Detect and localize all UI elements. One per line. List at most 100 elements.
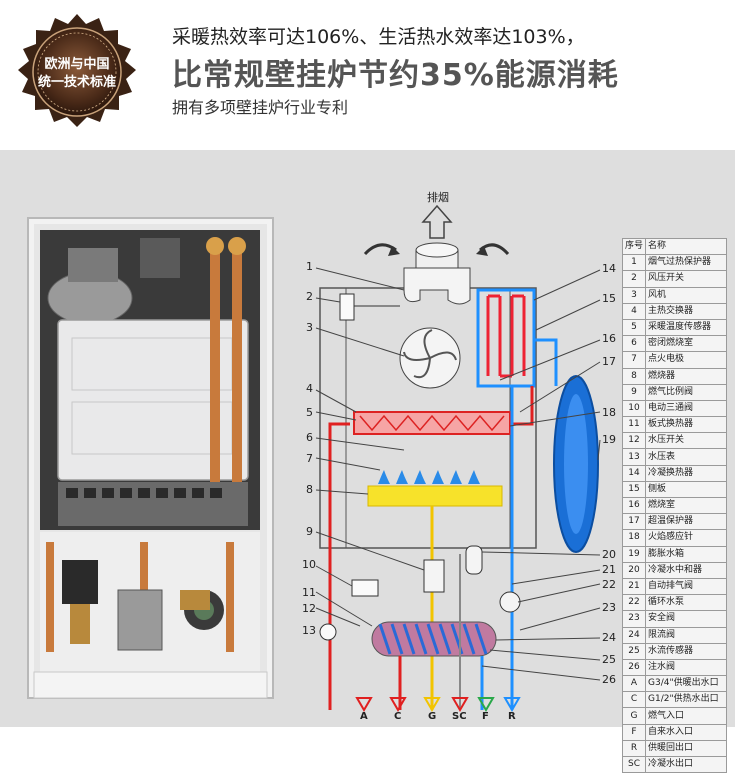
- callout-15: 15: [602, 292, 616, 305]
- boiler-schematic: [315, 204, 601, 712]
- callout-6: 6: [306, 431, 313, 444]
- legend-row-no: 19: [621, 545, 647, 563]
- header-banner: 欧洲与中国 统一技术标准 采暖热效率可达106%、生活热水效率达103%， 比常…: [0, 0, 735, 150]
- legend-row-name: 冷凝换热器: [645, 464, 727, 482]
- legend-row-no: 21: [621, 577, 647, 596]
- legend-row-name: 水流传感器: [645, 642, 727, 660]
- standard-seal-text: 欧洲与中国 统一技术标准: [14, 56, 140, 92]
- callout-19: 19: [602, 433, 616, 446]
- legend-row-no: 1: [621, 254, 647, 272]
- connector-sc: SC: [452, 711, 467, 722]
- seal-line-1: 欧洲与中国: [44, 57, 110, 72]
- legend-row-name: 燃烧器: [645, 367, 727, 385]
- legend-row-name: 膨胀水箱: [645, 545, 727, 563]
- legend-row-name: 燃气比例阀: [645, 383, 727, 401]
- legend-row-no: 4: [621, 302, 647, 320]
- callout-26: 26: [602, 673, 616, 686]
- callout-18: 18: [602, 406, 616, 419]
- callout-11: 11: [302, 586, 316, 599]
- legend-row-name: G3/4"供暖出水口: [645, 675, 727, 693]
- legend-row-no: 26: [621, 658, 647, 677]
- callout-20: 20: [602, 548, 616, 561]
- callout-9: 9: [306, 525, 313, 538]
- legend-row-name: 火焰感应针: [645, 529, 727, 547]
- legend-row-name: 超温保护器: [645, 513, 727, 531]
- legend-header-row: 序号 名称: [621, 237, 727, 256]
- energy-saving-headline: 比常规壁挂炉节约35%能源消耗: [172, 58, 619, 93]
- legend-row-no: G: [621, 707, 647, 725]
- legend-row-no: 7: [621, 351, 647, 369]
- callout-21: 21: [602, 563, 616, 576]
- callout-14: 14: [602, 262, 616, 275]
- callout-17: 17: [602, 355, 616, 368]
- legend-row-name: 燃烧室: [645, 496, 727, 515]
- callout-23: 23: [602, 601, 616, 614]
- legend-row-no: 2: [621, 270, 647, 288]
- legend-row-no: 10: [621, 399, 647, 418]
- legend-row-name: 水压表: [645, 448, 727, 466]
- callout-3: 3: [306, 321, 313, 334]
- legend-row-no: 14: [621, 464, 647, 482]
- legend-row-name: 风压开关: [645, 270, 727, 288]
- legend-row-no: 12: [621, 432, 647, 450]
- connector-f: F: [482, 711, 489, 722]
- legend-row-no: R: [621, 739, 647, 758]
- legend-row-no: 23: [621, 610, 647, 628]
- callout-4: 4: [306, 382, 313, 395]
- patent-headline: 拥有多项壁挂炉行业专利: [172, 98, 349, 117]
- legend-row-no: 13: [621, 448, 647, 466]
- callout-1: 1: [306, 260, 313, 273]
- seal-line-2: 统一技术标准: [37, 75, 116, 90]
- product-panel: 排烟 1 2 3 4 5 6 7 8 9 10 11 12 13 14 15 1…: [0, 150, 735, 773]
- boiler-photo: [27, 217, 274, 699]
- legend-row-name: G1/2"供热水出口: [645, 691, 727, 709]
- callout-25: 25: [602, 653, 616, 666]
- legend-row-no: 25: [621, 642, 647, 660]
- legend-row-no: 24: [621, 626, 647, 644]
- callout-16: 16: [602, 332, 616, 345]
- standard-seal-icon: [18, 14, 136, 127]
- legend-row-no: 16: [621, 496, 647, 515]
- legend-row-no: 18: [621, 529, 647, 547]
- callout-22: 22: [602, 578, 616, 591]
- legend-row-no: C: [621, 691, 647, 709]
- legend-row-name: 点火电极: [645, 351, 727, 369]
- legend-row-no: 15: [621, 480, 647, 499]
- callout-12: 12: [302, 602, 316, 615]
- exhaust-label: 排烟: [427, 191, 449, 204]
- legend-row-no: 17: [621, 513, 647, 531]
- legend-row-no: 6: [621, 335, 647, 353]
- legend-row-name: 冷凝水出口: [645, 755, 727, 773]
- connector-g: G: [428, 711, 437, 722]
- legend-row-name: 限流阀: [645, 626, 727, 644]
- callout-8: 8: [306, 483, 313, 496]
- legend-header-no: 序号: [621, 237, 647, 256]
- connector-r: R: [508, 711, 516, 722]
- legend-row-no: 22: [621, 594, 647, 612]
- legend-row-no: SC: [621, 755, 647, 773]
- legend-row-no: 11: [621, 416, 647, 434]
- legend-row-no: 9: [621, 383, 647, 401]
- legend-row-name: 板式换热器: [645, 416, 727, 434]
- callout-13: 13: [302, 624, 316, 637]
- legend-row-no: A: [621, 675, 647, 693]
- connector-a: A: [360, 711, 368, 722]
- legend-row-name: 主热交换器: [645, 302, 727, 320]
